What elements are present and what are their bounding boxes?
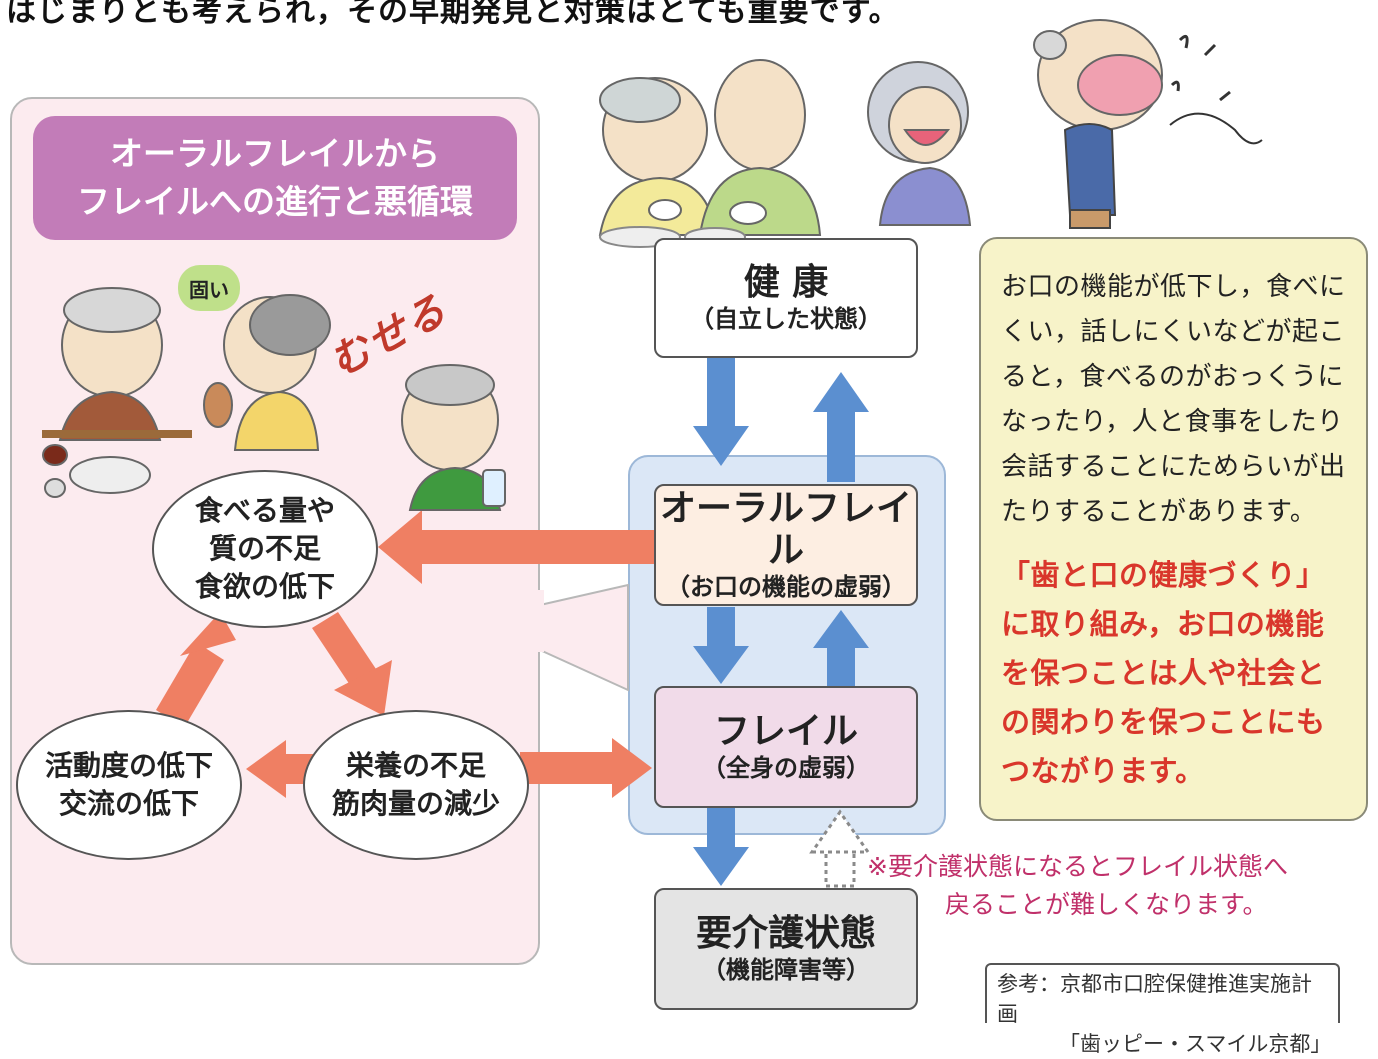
couple-eating-illustration: [598, 59, 822, 248]
oral-frailty-box: オーラルフレイル （お口の機能の虚弱）: [654, 484, 918, 606]
eating-line-3: 食欲の低下: [194, 570, 335, 603]
health-subtitle: （自立した状態）: [690, 305, 882, 333]
oral-frailty-title: オーラルフレイル: [659, 488, 912, 571]
singing-man-illustration: [1033, 19, 1263, 229]
arrow-frail-to-oral: [813, 610, 869, 687]
cycle-eating-ellipse: 食べる量や 質の不足 食欲の低下: [152, 470, 378, 628]
oral-frailty-subtitle: （お口の機能の虚弱）: [666, 573, 906, 601]
care-note-line-1: ※要介護状態になるとフレイル状態へ: [867, 852, 1288, 881]
arrow-oral-to-eat: [378, 510, 654, 584]
health-box: 健 康 （自立した状態）: [654, 238, 918, 358]
arrow-eat-to-nutrition: [312, 612, 392, 716]
info-highlight: 「歯と口の健康づくり」に取り組み，お口の機能を保つことは人や社会との関わりを保つ…: [1001, 558, 1326, 788]
vicious-cycle-title: オーラルフレイルから フレイルへの進行と悪循環: [33, 116, 517, 240]
eating-line-1: 食べる量や: [194, 494, 335, 527]
arrow-oral-to-health: [813, 372, 869, 482]
arrow-activity-to-eat: [156, 612, 236, 728]
reference-line-2: 「歯ッピー・スマイル京都」: [1059, 1032, 1332, 1056]
arrow-health-to-oral: [693, 358, 749, 466]
frailty-title: フレイル: [713, 711, 858, 752]
reference-line-1: 参考：京都市口腔保健推進実施計画: [997, 972, 1312, 1026]
arrow-frail-to-care: [693, 808, 749, 886]
cycle-nutrition-ellipse: 栄養の不足 筋肉量の減少: [303, 710, 529, 860]
cycle-activity-ellipse: 活動度の低下 交流の低下: [16, 710, 242, 860]
care-note-line-2: 戻ることが難しくなります。: [945, 890, 1268, 919]
nutrition-line-2: 筋肉量の減少: [331, 787, 500, 820]
arrow-nutrition-to-frail: [520, 738, 652, 798]
info-box: お口の機能が低下し，食べにくい，話しにくいなどが起こると，食べるのがおっくうにな…: [979, 237, 1368, 821]
info-text: お口の機能が低下し，食べにくい，話しにくいなどが起こると，食べるのがおっくうにな…: [1001, 272, 1346, 527]
diagram-graphics: [42, 19, 1263, 888]
title-line-1: オーラルフレイルから: [110, 134, 440, 173]
health-title: 健 康: [743, 262, 829, 303]
arrow-care-to-frail-dotted: [809, 809, 871, 888]
arrow-oral-to-frail: [693, 607, 749, 684]
nutrition-line-1: 栄養の不足: [345, 749, 486, 782]
care-needed-subtitle: （機能障害等）: [702, 956, 870, 984]
seniors-trouble-illustration: [42, 287, 506, 511]
reference-box: 参考：京都市口腔保健推進実施計画 「歯ッピー・スマイル京都」: [985, 963, 1340, 1056]
callout-pointer: [539, 583, 629, 692]
activity-line-1: 活動度の低下: [44, 749, 213, 782]
frailty-subtitle: （全身の虚弱）: [702, 754, 870, 782]
care-note: ※要介護状態になるとフレイル状態へ 戻ることが難しくなります。: [867, 848, 1288, 924]
activity-line-2: 交流の低下: [58, 787, 199, 820]
laughing-woman-illustration: [867, 61, 972, 226]
title-line-2: フレイルへの進行と悪循環: [77, 182, 473, 221]
eating-line-2: 質の不足: [208, 532, 321, 565]
header-text: はじまりとも考えられ，その早期発見と対策はとても重要です。: [6, 0, 900, 29]
speech-bubble-hard: 固い: [178, 265, 240, 311]
care-needed-box: 要介護状態 （機能障害等）: [654, 888, 918, 1010]
care-needed-title: 要介護状態: [695, 913, 876, 954]
frailty-box: フレイル （全身の虚弱）: [654, 686, 918, 808]
